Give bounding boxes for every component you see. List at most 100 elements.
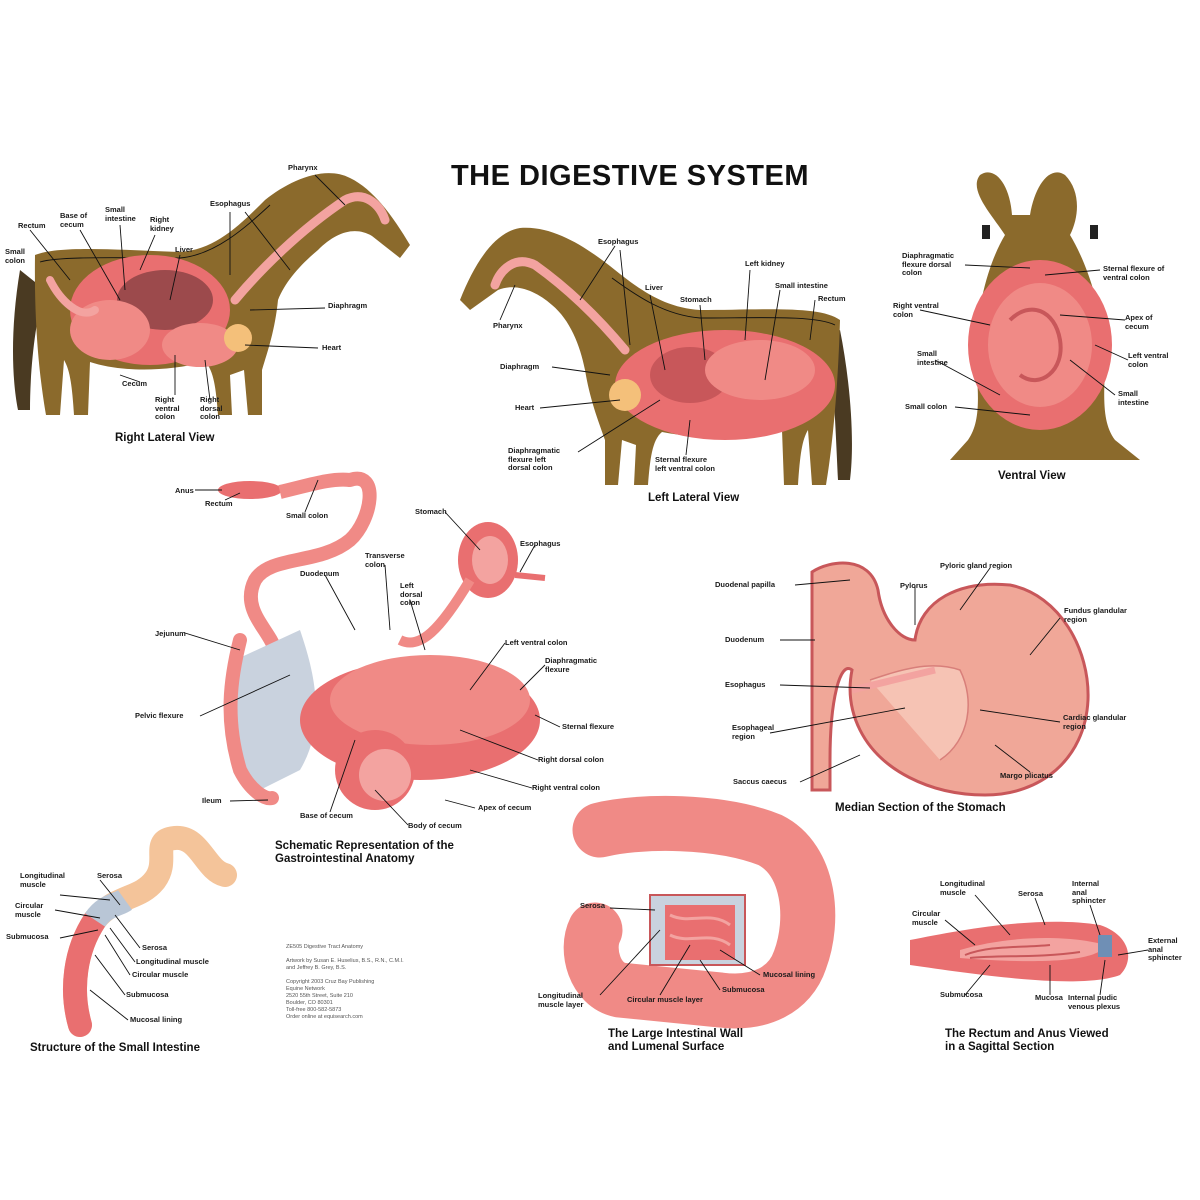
label-rectum: Rectum [205,499,233,508]
label-apex-of-cecum: Apex of cecum [478,803,532,812]
label-diaphragmatic-flexure: Diaphragmatic flexure left dorsal colon [508,446,561,472]
label-mucosa: Mucosa [1035,993,1063,1002]
label-sternal-flexure: Sternal flexure left ventral colon [655,455,716,473]
label-right-ventral-colon: Right ventral colon [155,395,180,421]
label-heart: Heart [322,343,342,352]
label-serosa: Serosa [580,901,606,910]
label-submucosa: Submucosa [126,990,169,999]
label-serosa: Serosa [97,871,123,880]
label-small-colon: Small colon [905,402,948,411]
label-longitudinal-muscle-layer: Longitudinal muscle layer [538,991,584,1009]
label-internal-pudic-venous-plexus: Internal pudic venous plexus [1068,993,1121,1011]
caption-ventral-view: Ventral View [998,470,1066,482]
label-submucosa: Submucosa [6,932,49,941]
label-pharynx: Pharynx [493,321,523,330]
label-esophagus: Esophagus [520,539,561,548]
label-left-ventral-colon: Left ventral colon [1128,351,1169,369]
schematic-gi-illustration [218,471,546,810]
label-internal-anal-sphincter: Internal anal sphincter [1072,879,1106,905]
label-serosa: Serosa [1018,889,1044,898]
label-submucosa: Submucosa [722,985,765,994]
ventral-view-illustration [950,172,1140,461]
label-duodenum: Duodenum [300,569,340,578]
label-sternal-flexure: Sternal flexure [562,722,615,731]
label-longitudinal-muscle: Longitudinal muscle [940,879,985,897]
caption-small-intestine: Structure of the Small Intestine [30,1042,200,1054]
label-small-intestine: Small intestine [917,349,948,367]
large-intestine-illustration [563,795,836,1029]
label-longitudinal-muscle: Longitudinal muscle [20,871,65,889]
label-left-dorsal-colon: Left dorsal colon [400,581,423,607]
label-small-intestine: Small intestine [775,281,828,290]
label-circular-muscle-layer: Circular muscle layer [627,995,703,1004]
label-diaphragm: Diaphragm [500,362,540,371]
label-liver: Liver [175,245,193,254]
label-small-intestine: Small intestine [1118,389,1149,407]
right-lateral-horse-illustration [13,173,410,415]
label-circular-muscle: Circular muscle [132,970,189,979]
label-ileum: Ileum [202,796,222,805]
label-left-ventral-colon: Left ventral colon [505,638,568,647]
label-fundus-glandular-region: Fundus glandular region [1064,606,1127,624]
label-stomach: Stomach [680,295,712,304]
label-left-kidney: Left kidney [745,259,785,268]
label-sternal-flexure: Sternal flexure of ventral colon [1103,264,1165,282]
label-esophagus: Esophagus [598,237,639,246]
label-diaphragmatic-flexure: Diaphragmatic flexure [545,656,598,674]
label-pylorus: Pylorus [900,581,928,590]
label-esophageal-region: Esophageal region [732,723,775,741]
label-pelvic-flexure: Pelvic flexure [135,711,184,720]
rectum-section-illustration [910,921,1129,982]
label-body-of-cecum: Body of cecum [408,821,462,830]
label-small-colon: Small colon [286,511,329,520]
label-mucosal-lining: Mucosal lining [763,970,816,979]
label-circular-muscle: Circular muscle [15,901,44,919]
label-saccus-caecus: Saccus caecus [733,777,787,786]
label-external-anal-sphincter: External anal sphincter [1148,936,1182,962]
label-rectum: Rectum [18,221,46,230]
label-small-intestine: Small intestine [105,205,136,223]
small-intestine-illustration [63,826,237,1037]
label-right-ventral-colon: Right ventral colon [532,783,600,792]
label-base-of-cecum: Base of cecum [60,211,88,229]
label-base-of-cecum: Base of cecum [300,811,353,820]
caption-right-lateral-view: Right Lateral View [115,432,215,444]
label-heart: Heart [515,403,535,412]
label-rectum: Rectum [818,294,846,303]
label-serosa: Serosa [142,943,168,952]
label-diaphragm: Diaphragm [328,301,368,310]
label-right-ventral-colon: Right ventral colon [893,301,939,319]
label-circular-muscle: Circular muscle [912,909,941,927]
label-cecum: Cecum [122,379,148,388]
stomach-section-illustration [810,561,1090,797]
label-mucosal-lining: Mucosal lining [130,1015,183,1024]
label-esophagus: Esophagus [725,680,766,689]
label-longitudinal-muscle: Longitudinal muscle [136,957,209,966]
label-margo-plicatus: Margo plicatus [1000,771,1053,780]
label-submucosa: Submucosa [940,990,983,999]
caption-stomach-section: Median Section of the Stomach [835,802,1006,814]
label-right-kidney: Right kidney [150,215,174,233]
label-apex-of-cecum: Apex of cecum [1125,313,1153,331]
label-liver: Liver [645,283,663,292]
caption-schematic: Schematic Representation of the Gastroin… [275,840,454,865]
label-jejunum: Jejunum [155,629,186,638]
label-right-dorsal-colon: Right dorsal colon [200,395,223,421]
publisher-credits: ZE505 Digestive Tract Anatomy Artwork by… [286,944,404,1020]
label-cardiac-glandular-region: Cardiac glandular region [1063,713,1127,731]
caption-large-intestine: The Large Intestinal Wall and Lumenal Su… [608,1028,744,1053]
label-pyloric-gland-region: Pyloric gland region [940,561,1013,570]
label-esophagus: Esophagus [210,199,251,208]
label-diaphragmatic-flexure: Diaphragmatic flexure dorsal colon [902,251,955,277]
label-duodenum: Duodenum [725,635,765,644]
label-right-dorsal-colon: Right dorsal colon [538,755,604,764]
caption-left-lateral-view: Left Lateral View [648,492,740,504]
poster-title: THE DIGESTIVE SYSTEM [450,160,810,192]
label-small-colon: Small colon [5,247,26,265]
label-duodenal-papilla: Duodenal papilla [715,580,776,589]
label-stomach: Stomach [415,507,447,516]
label-pharynx: Pharynx [288,163,318,172]
leader-lines [29,174,1149,1021]
